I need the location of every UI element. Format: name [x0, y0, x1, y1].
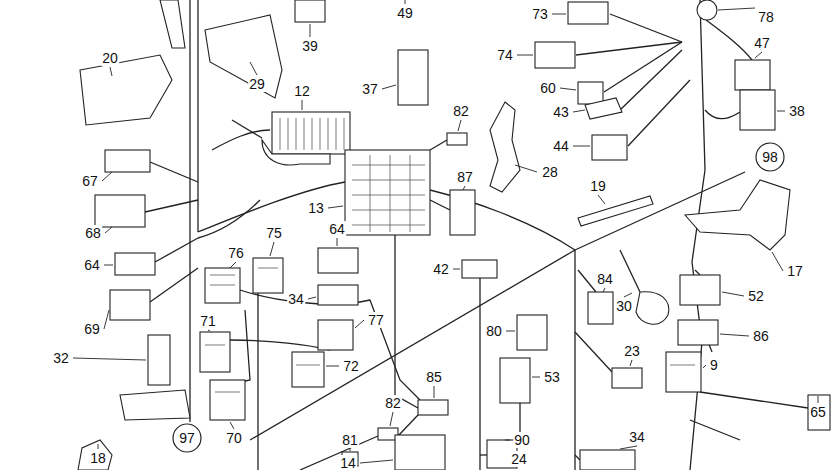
connector-parts [78, 0, 830, 470]
callout-number: 98 [762, 149, 778, 165]
callout-number: 84 [596, 271, 614, 287]
circle-shape [173, 424, 201, 452]
callout-number: 75 [265, 225, 283, 241]
callout-number: 72 [342, 358, 360, 374]
callout-number: 28 [541, 164, 559, 180]
callout-number: 39 [301, 38, 319, 54]
callout-number: 52 [747, 288, 765, 304]
callout-circle: 98 [755, 142, 785, 172]
callout-number: 65 [809, 404, 827, 420]
callout-number: 67 [81, 173, 99, 189]
callout-number: 37 [361, 81, 379, 97]
callout-number: 80 [485, 323, 503, 339]
callout-number: 60 [539, 80, 557, 96]
callout-number: 34 [628, 429, 646, 445]
callout-number: 20 [101, 50, 119, 66]
circle-shape [756, 143, 784, 171]
callout-number: 9 [709, 357, 719, 373]
callout-number: 42 [432, 261, 450, 277]
callout-number: 44 [552, 138, 570, 154]
callout-number: 97 [179, 430, 195, 446]
callout-number: 82 [384, 395, 402, 411]
callout-number: 70 [225, 430, 243, 446]
callout-number: 13 [307, 200, 325, 216]
callout-number: 69 [83, 321, 101, 337]
callout-number: 86 [752, 328, 770, 344]
callout-number: 47 [753, 35, 771, 51]
callout-number: 23 [623, 343, 641, 359]
callout-number: 18 [89, 450, 107, 466]
part-details [205, 118, 695, 392]
callout-number: 64 [83, 257, 101, 273]
callout-number: 17 [786, 263, 804, 279]
callout-number: 71 [199, 313, 217, 329]
callout-number: 38 [788, 103, 806, 119]
callout-number: 78 [757, 9, 775, 25]
callout-number: 24 [510, 451, 528, 467]
callout-number: 30 [615, 298, 633, 314]
callout-number: 43 [552, 104, 570, 120]
callout-number: 14 [339, 455, 357, 470]
callout-number: 87 [456, 169, 474, 185]
callout-number: 32 [52, 350, 70, 366]
wires [145, 0, 808, 470]
callout-number: 77 [367, 312, 385, 328]
callout-number: 76 [227, 245, 245, 261]
callout-number: 82 [452, 103, 470, 119]
leader-lines [73, 0, 818, 463]
callout-number: 85 [425, 369, 443, 385]
callout-number: 64 [328, 221, 346, 237]
callout-number: 74 [496, 47, 514, 63]
callout-number: 81 [341, 432, 359, 448]
callout-circle: 97 [172, 423, 202, 453]
callout-number: 29 [248, 76, 266, 92]
callout-number: 19 [589, 178, 607, 194]
callout-number: 12 [293, 83, 311, 99]
callout-number: 34 [287, 291, 305, 307]
callout-number: 73 [531, 6, 549, 22]
callout-number: 68 [84, 225, 102, 241]
callout-number: 53 [543, 369, 561, 385]
callout-number: 90 [513, 432, 531, 448]
callout-number: 49 [396, 5, 414, 21]
